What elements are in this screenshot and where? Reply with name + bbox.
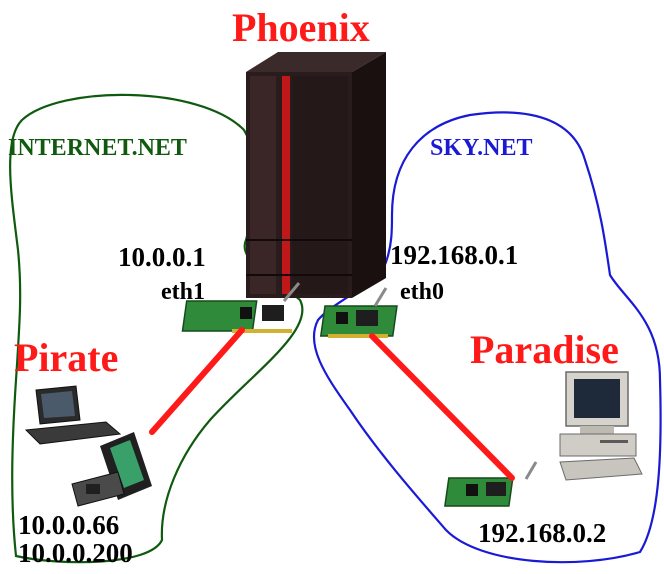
phoenix-server-icon: [246, 52, 386, 298]
link-pirate-phoenix: [149, 327, 245, 435]
eth0-label: eth0: [400, 279, 444, 305]
link-phoenix-paradise: [369, 333, 515, 481]
paradise-label: Paradise: [470, 327, 619, 372]
paradise-address: 192.168.0.2: [478, 518, 607, 548]
pirate-label: Pirate: [14, 335, 119, 380]
eth1-address: 10.0.0.1: [118, 242, 206, 272]
eth1-network-card-icon: [181, 282, 301, 333]
pirate-address-1: 10.0.0.66: [18, 510, 120, 540]
sky-net-boundary: [312, 111, 662, 564]
eth0-address: 192.168.0.1: [390, 240, 519, 270]
desktop-computer-icon: [559, 371, 643, 481]
pirate-address-2: 10.0.0.200: [18, 538, 133, 568]
paradise-network-card-icon: [444, 461, 538, 507]
sky-net-label: SKY.NET: [430, 135, 533, 161]
eth0-network-card-icon: [319, 287, 398, 338]
eth1-label: eth1: [161, 279, 205, 305]
pcmcia-card-icon: [71, 432, 152, 507]
laptop-icon: [24, 385, 122, 445]
internet-net-label: INTERNET.NET: [8, 135, 187, 161]
phoenix-label: Phoenix: [232, 5, 370, 50]
